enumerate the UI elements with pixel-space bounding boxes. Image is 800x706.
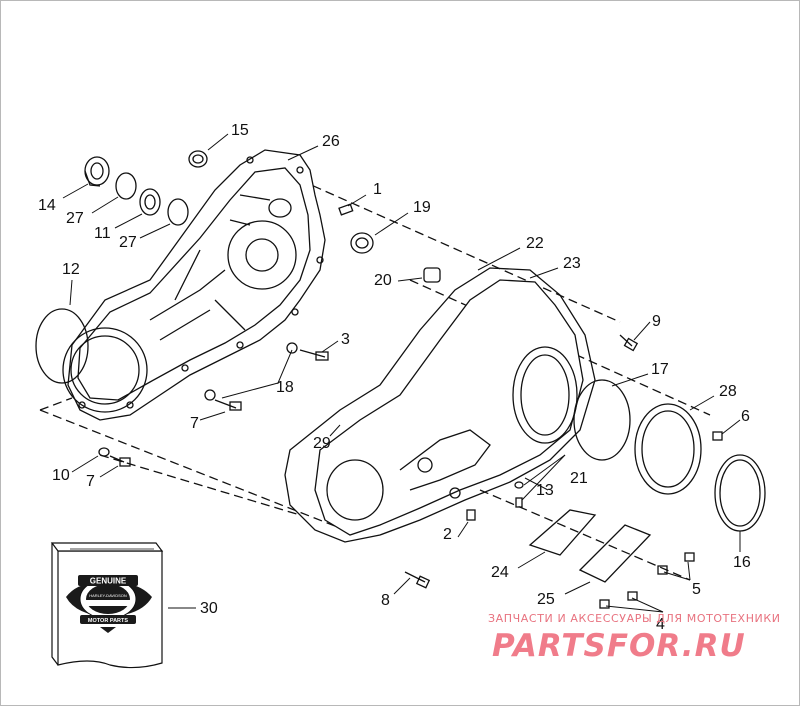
stud-8 [404, 571, 431, 589]
callout-10: 10 [52, 467, 70, 484]
screw-6 [712, 431, 723, 441]
callout-6: 6 [741, 408, 750, 425]
derby-cover-28 [634, 403, 702, 495]
bearing-11 [139, 188, 161, 216]
callout-18: 18 [276, 379, 294, 396]
callout-7a: 7 [190, 415, 199, 432]
screws-5 [657, 552, 695, 575]
callout-26: 26 [322, 133, 340, 150]
callout-24: 24 [491, 564, 509, 581]
callout-17: 17 [651, 361, 669, 378]
screw-7b [109, 455, 131, 467]
dowel-1 [338, 203, 354, 216]
callout-16: 16 [733, 554, 751, 571]
callout-21: 21 [570, 470, 588, 487]
gasket-12 [35, 308, 89, 384]
callout-8: 8 [381, 592, 390, 609]
ring-27a [115, 172, 137, 200]
gasket-17 [573, 379, 631, 461]
washer-10 [98, 447, 110, 457]
callout-2: 2 [443, 526, 452, 543]
bushing-15 [188, 150, 208, 168]
callout-22: 22 [526, 235, 544, 252]
callout-20: 20 [374, 272, 392, 289]
callout-11: 11 [94, 225, 111, 242]
genuine-parts-badge-logo: GENUINE HARLEY-DAVIDSON MOTOR PARTS [50, 542, 164, 669]
plug-2 [466, 509, 476, 521]
parts-13 [514, 481, 524, 508]
callout-15: 15 [231, 122, 249, 139]
callout-5: 5 [692, 581, 701, 598]
callout-1: 1 [373, 181, 382, 198]
callout-13: 13 [536, 482, 554, 499]
badge-brand-text: HARLEY-DAVIDSON [89, 593, 127, 598]
callout-12: 12 [62, 261, 80, 278]
callout-9: 9 [652, 313, 661, 330]
callout-30: 30 [200, 600, 218, 617]
gasket-16 [714, 454, 766, 532]
outer-primary-cover [284, 267, 596, 543]
callout-14: 14 [38, 197, 56, 214]
screws-4 [599, 591, 638, 609]
callout-28: 28 [719, 383, 737, 400]
ring-27b [167, 198, 189, 226]
callout-3: 3 [341, 331, 350, 348]
screw-7a [204, 389, 242, 411]
genuine-parts-box: GENUINE HARLEY-DAVIDSON MOTOR PARTS [50, 537, 167, 673]
inspection-cover-25 [578, 524, 652, 583]
callout-19: 19 [413, 199, 431, 216]
watermark-brand: PARTSFOR.RU [492, 628, 746, 664]
leader-lines [62, 133, 741, 613]
callout-25: 25 [537, 591, 555, 608]
callout-4: 4 [656, 616, 665, 633]
callout-23: 23 [563, 255, 581, 272]
badge-motor-parts-text: MOTOR PARTS [88, 618, 128, 624]
bushing-20 [423, 267, 441, 283]
gasket-24 [528, 509, 597, 556]
screw-9 [619, 334, 639, 352]
inner-primary-housing [62, 149, 326, 421]
callout-27b: 27 [119, 234, 137, 251]
watermark-tagline: ЗАПЧАСТИ И АКСЕССУАРЫ ДЛЯ МОТОТЕХНИКИ [488, 612, 781, 625]
seal-14 [84, 156, 110, 187]
badge-genuine-text: GENUINE [90, 577, 127, 586]
callout-29: 29 [313, 435, 331, 452]
seal-19 [350, 232, 374, 254]
callout-7b: 7 [86, 473, 95, 490]
callout-27a: 27 [66, 210, 84, 227]
